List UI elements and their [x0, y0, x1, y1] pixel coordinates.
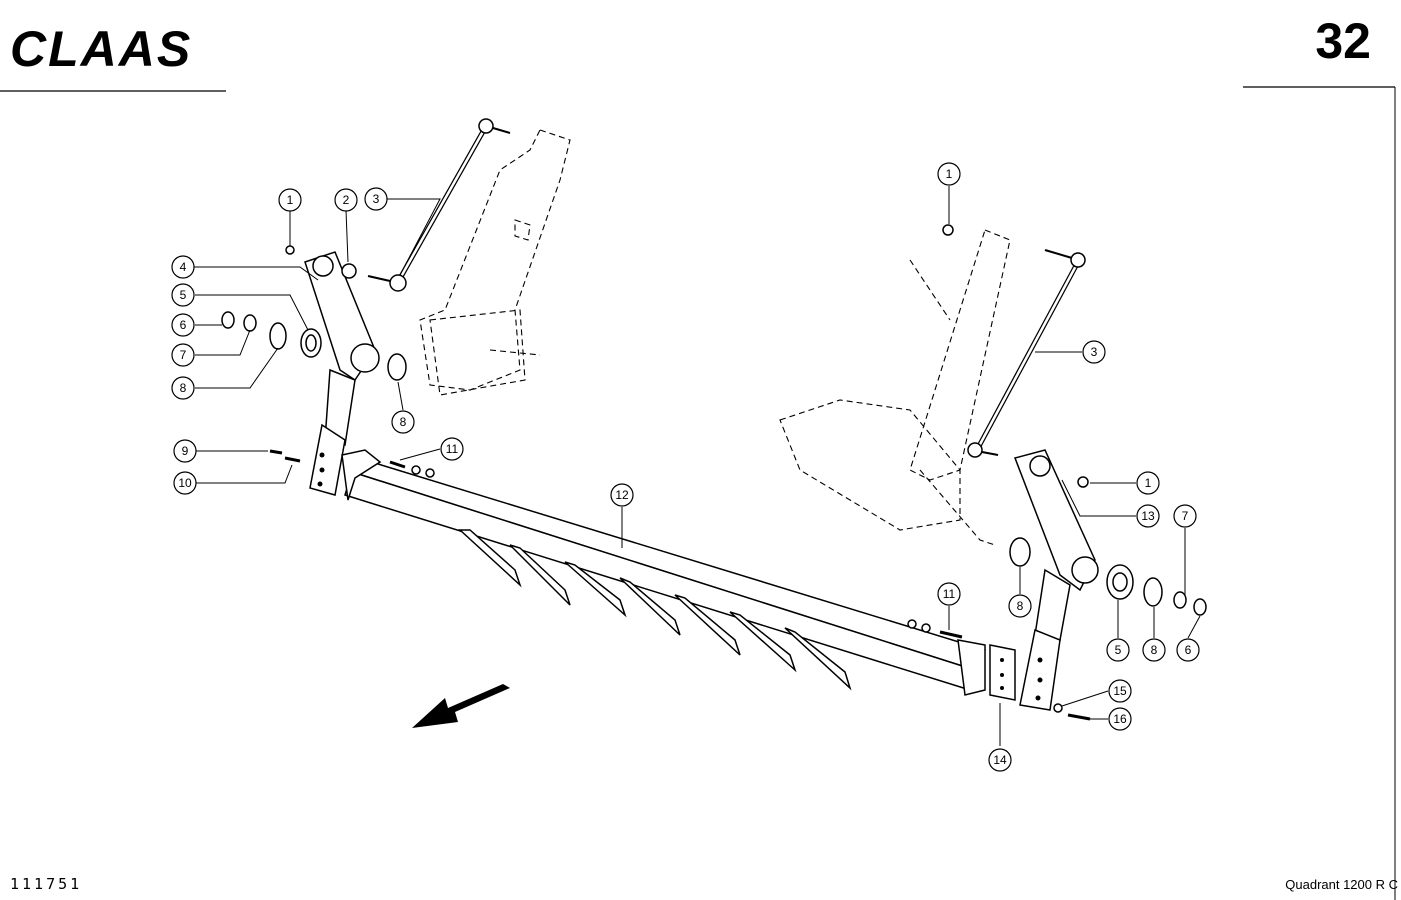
callout-8b: 8 — [391, 410, 415, 434]
svg-text:3: 3 — [1091, 345, 1098, 359]
svg-text:1: 1 — [1145, 476, 1152, 490]
claas-logo: CLAAS — [10, 21, 192, 77]
svg-text:12: 12 — [615, 488, 629, 502]
tine-bar — [341, 449, 987, 696]
direction-arrow — [412, 684, 510, 728]
right-bolts — [907, 619, 963, 639]
callout-1c: 1 — [1136, 471, 1160, 495]
svg-text:5: 5 — [1115, 643, 1122, 657]
callout-8d: 8 — [1142, 638, 1166, 662]
svg-text:2: 2 — [343, 193, 350, 207]
callout-5a: 5 — [171, 283, 195, 307]
svg-text:15: 15 — [1113, 684, 1127, 698]
svg-text:1: 1 — [946, 167, 953, 181]
drawing-number: 111751 — [10, 875, 83, 893]
svg-text:13: 13 — [1141, 509, 1155, 523]
tines — [458, 529, 852, 691]
machine-frame-left-ghost — [419, 129, 571, 396]
svg-text:11: 11 — [446, 442, 459, 456]
svg-text:CLAAS: CLAAS — [10, 21, 192, 77]
callout-11a: 11 — [440, 437, 464, 461]
left-bearing-set — [221, 245, 407, 381]
callout-1a: 1 — [278, 188, 302, 212]
right-bearing-set — [942, 224, 1207, 721]
svg-text:7: 7 — [180, 348, 187, 362]
left-bolts — [389, 460, 435, 478]
leader-lines — [194, 186, 1201, 746]
svg-text:1: 1 — [287, 193, 294, 207]
callout-6b: 6 — [1176, 638, 1200, 662]
svg-text:3: 3 — [373, 192, 380, 206]
svg-text:8: 8 — [1017, 599, 1024, 613]
callout-7b: 7 — [1173, 504, 1197, 528]
callout-12: 12 — [610, 483, 634, 507]
callout-14: 14 — [988, 748, 1012, 772]
model-name: Quadrant 1200 R C — [1285, 877, 1398, 892]
callout-1b: 1 — [937, 162, 961, 186]
callout-8a: 8 — [171, 376, 195, 400]
callout-11b: 11 — [937, 582, 961, 606]
callout-7a: 7 — [171, 343, 195, 367]
callout-6a: 6 — [171, 313, 195, 337]
left-link-rod — [367, 118, 511, 292]
callout-3b: 3 — [1082, 340, 1106, 364]
svg-text:16: 16 — [1113, 712, 1127, 726]
callout-8c: 8 — [1008, 594, 1032, 618]
left-arm — [304, 251, 380, 496]
svg-text:14: 14 — [993, 753, 1007, 767]
right-link-rod — [967, 249, 1086, 458]
svg-text:8: 8 — [1151, 643, 1158, 657]
svg-text:11: 11 — [943, 587, 956, 601]
bracket — [989, 644, 1016, 701]
callout-3a: 3 — [364, 187, 388, 211]
page-number: 32 — [1315, 13, 1371, 69]
callout-16: 16 — [1108, 707, 1132, 731]
callout-15: 15 — [1108, 679, 1132, 703]
svg-text:7: 7 — [1182, 509, 1189, 523]
svg-text:5: 5 — [180, 288, 187, 302]
callout-4: 4 — [171, 255, 195, 279]
svg-text:9: 9 — [182, 444, 189, 458]
left-pins — [269, 449, 301, 463]
callout-13: 13 — [1136, 504, 1160, 528]
svg-text:6: 6 — [180, 318, 187, 332]
svg-text:10: 10 — [178, 476, 192, 490]
callout-5b: 5 — [1106, 638, 1130, 662]
svg-text:6: 6 — [1185, 643, 1192, 657]
callout-2: 2 — [334, 188, 358, 212]
svg-text:8: 8 — [400, 415, 407, 429]
svg-text:8: 8 — [180, 381, 187, 395]
callout-10: 10 — [173, 471, 197, 495]
machine-frame-right-ghost — [779, 229, 1011, 546]
callout-9: 9 — [173, 439, 197, 463]
svg-text:4: 4 — [180, 260, 187, 274]
right-arm — [1014, 449, 1099, 711]
